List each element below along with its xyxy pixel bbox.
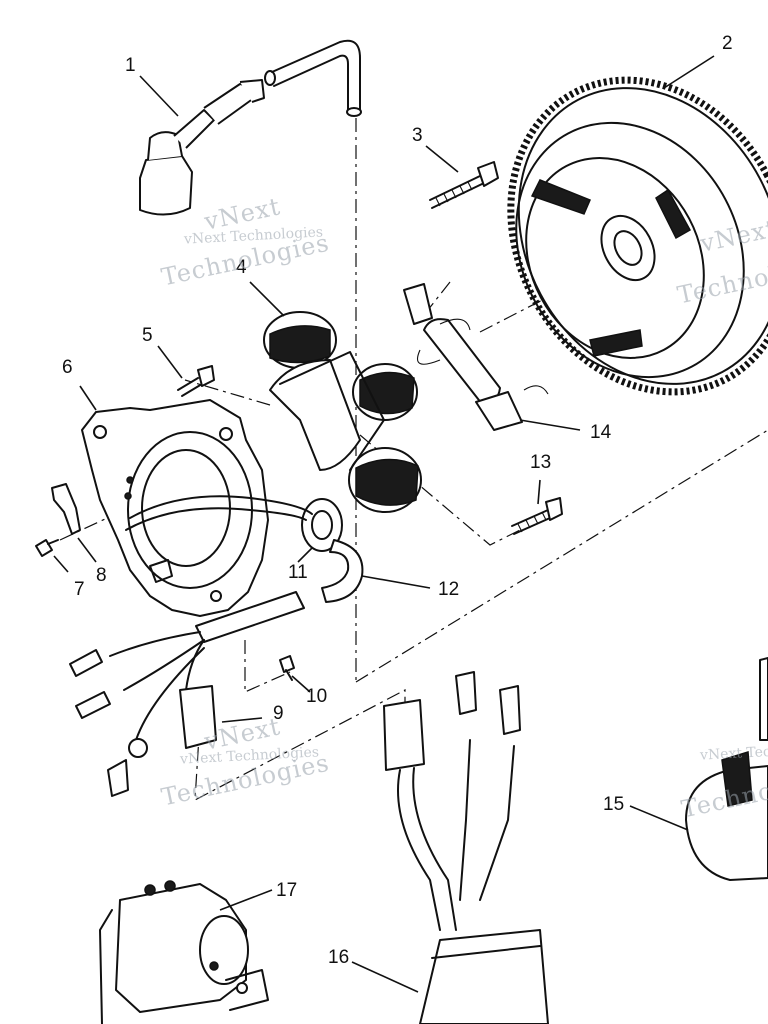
callout-2: 2 [722,33,733,54]
grommet [125,495,343,552]
wire-leads-9 [69,631,217,797]
callout-6: 6 [62,357,73,378]
screw-3 [429,161,499,209]
flywheel [507,76,768,396]
callout-8: 8 [96,565,107,586]
callout-4: 4 [236,257,247,278]
screw-13 [511,497,563,535]
screw-10 [279,655,295,681]
trigger-coil [403,283,549,431]
callout-16: 16 [328,947,350,968]
callout-1: 1 [125,55,136,76]
callout-9: 9 [273,703,284,724]
screw-7 [35,539,59,557]
cdi-box [383,671,549,1024]
wire-harness-12 [195,539,364,643]
callout-11: 11 [288,562,308,583]
spark-plug-cap [139,39,362,216]
callout-5: 5 [142,325,153,346]
starter-motor [685,657,768,881]
callout-7: 7 [74,579,85,600]
callout-14: 14 [590,422,612,443]
callout-13: 13 [530,452,552,473]
leader-lines [53,55,715,993]
callout-17: 17 [276,880,298,901]
stator [263,311,422,513]
bolt-5 [177,365,215,397]
starter-solenoid [99,880,269,1024]
stator-plate [81,399,269,617]
callout-10: 10 [306,686,328,707]
callout-15: 15 [603,794,625,815]
callout-12: 12 [438,579,460,600]
clamp-8 [51,483,81,535]
callout-3: 3 [412,125,423,146]
